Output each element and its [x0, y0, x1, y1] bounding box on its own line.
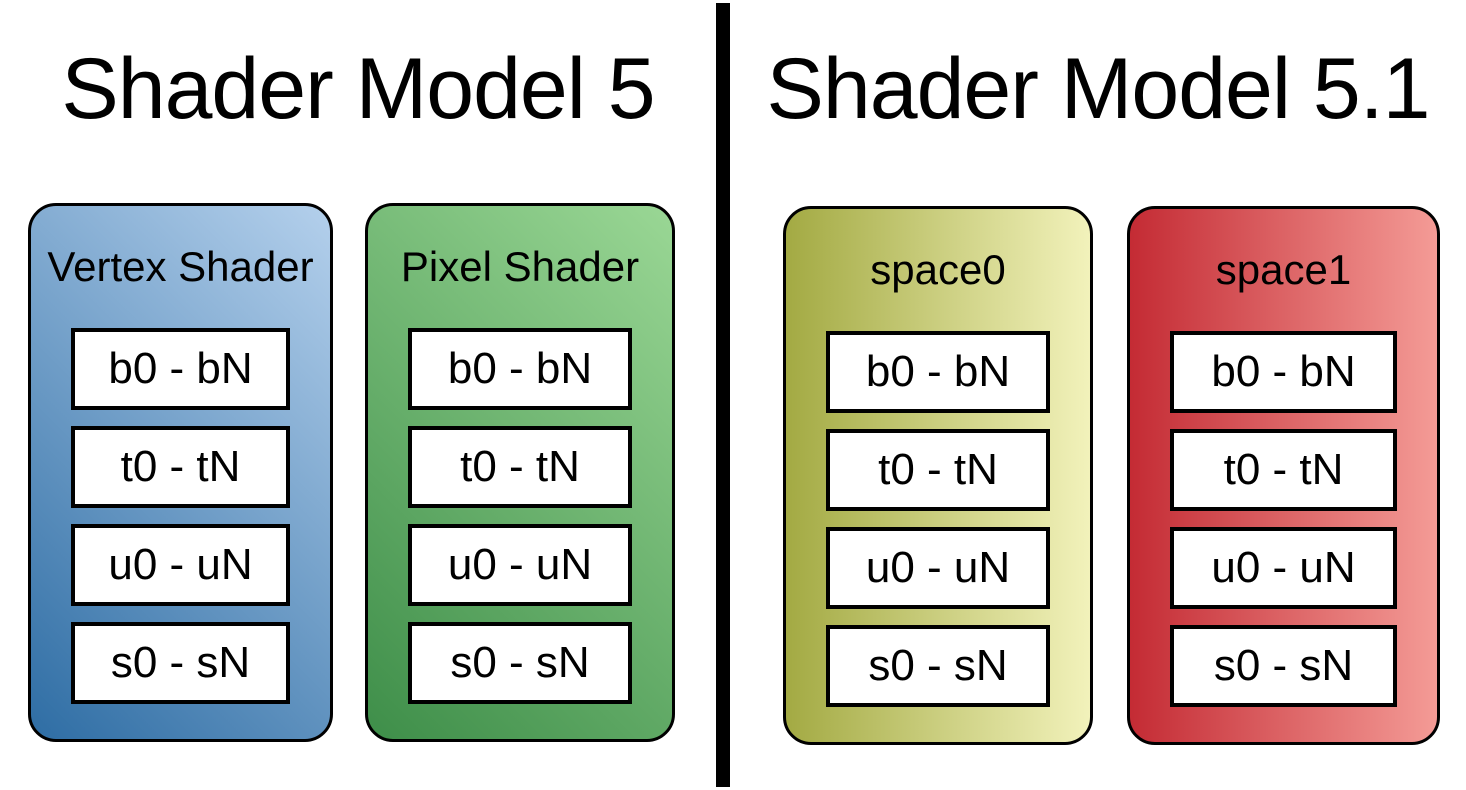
register-box-u: u0 - uN [1170, 527, 1397, 609]
card-space0: space0 b0 - bN t0 - tN u0 - uN s0 - sN [783, 206, 1093, 745]
register-box-b: b0 - bN [826, 331, 1050, 413]
card-space1: space1 b0 - bN t0 - tN u0 - uN s0 - sN [1127, 206, 1440, 745]
register-box-s: s0 - sN [408, 622, 632, 704]
register-box-s: s0 - sN [71, 622, 290, 704]
register-box-t: t0 - tN [826, 429, 1050, 511]
right-panel-title: Shader Model 5.1 [766, 41, 1431, 137]
card-title: Pixel Shader [400, 243, 640, 290]
card-title: space0 [870, 246, 1006, 293]
register-box-b: b0 - bN [408, 328, 632, 410]
register-box-b: b0 - bN [71, 328, 290, 410]
card-vertex-shader: Vertex Shader b0 - bN t0 - tN u0 - uN s0… [28, 203, 333, 742]
register-box-t: t0 - tN [1170, 429, 1397, 511]
panel-divider [716, 3, 730, 787]
register-box-u: u0 - uN [71, 524, 290, 606]
card-title: space1 [1215, 246, 1352, 293]
register-box-s: s0 - sN [826, 625, 1050, 707]
left-panel-title: Shader Model 5 [61, 41, 655, 137]
register-box-u: u0 - uN [408, 524, 632, 606]
register-box-b: b0 - bN [1170, 331, 1397, 413]
card-title: Vertex Shader [47, 243, 314, 290]
register-box-s: s0 - sN [1170, 625, 1397, 707]
register-box-t: t0 - tN [408, 426, 632, 508]
register-box-u: u0 - uN [826, 527, 1050, 609]
register-box-t: t0 - tN [71, 426, 290, 508]
card-pixel-shader: Pixel Shader b0 - bN t0 - tN u0 - uN s0 … [365, 203, 675, 742]
